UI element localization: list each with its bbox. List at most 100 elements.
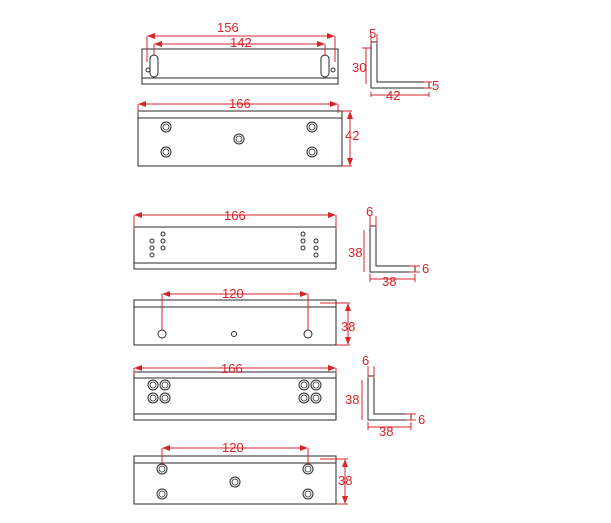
- bracket-3-hole-inner: [231, 478, 239, 486]
- bracket-1-hole-inner: [308, 148, 316, 156]
- bracket-2-hole: [313, 245, 319, 251]
- bracket-2-thickness-top-label: 6: [366, 204, 373, 219]
- bracket-2-rear-view: 120 38: [133, 286, 355, 346]
- bracket-3-profile: 6 38 38 6: [345, 353, 425, 439]
- dimension-38: 38: [320, 458, 352, 505]
- dimension-166: 166: [133, 361, 337, 376]
- bracket-3-hole-inner: [304, 465, 312, 473]
- dimension-38-profile-height: 38: [348, 230, 365, 272]
- bracket-1-hole-inner: [162, 123, 170, 131]
- bracket-3-hole-inner: [300, 394, 308, 402]
- bracket-3-hole: [156, 463, 168, 475]
- bracket-2-hole: [157, 329, 167, 339]
- bracket-3-hole: [302, 488, 314, 500]
- bracket-3-thickness-base-label: 6: [418, 412, 425, 427]
- bracket-2-profile: 6 38 38 6: [348, 204, 429, 289]
- bracket-3-hole: [310, 379, 322, 391]
- bracket-1-hole: [160, 121, 172, 133]
- bracket-1-hole-inner: [308, 123, 316, 131]
- bracket-1-height-label: 42: [345, 128, 359, 143]
- bracket-3-hole: [147, 392, 159, 404]
- bracket-3-hole: [229, 476, 241, 488]
- bracket-3-hole: [298, 379, 310, 391]
- bracket-3-thickness-top-label: 6: [362, 353, 369, 368]
- bracket-2-hole-group-right: [300, 231, 319, 258]
- dimension-120: 120: [161, 286, 309, 330]
- bracket-2-hole: [160, 245, 166, 251]
- bracket-3-hole: [147, 379, 159, 391]
- dimension-38-profile-width: 38: [369, 274, 416, 289]
- dimension-142: 142: [153, 35, 326, 56]
- bracket-1-top-plate: [141, 48, 339, 85]
- bracket-2-hole: [149, 252, 155, 258]
- bracket-3-hole-inner: [300, 381, 308, 389]
- bracket-3-hole-inner: [312, 381, 320, 389]
- bracket-2-profile-height-label: 38: [348, 245, 362, 260]
- bracket-2-hole: [160, 238, 166, 244]
- dimension-5-top: 5: [369, 26, 378, 44]
- bracket-2-hole: [160, 231, 166, 237]
- bracket-1-small-hole-right: [330, 67, 336, 73]
- dimension-30: 30: [352, 47, 372, 84]
- bracket-3-hole-inner: [158, 465, 166, 473]
- bracket-3-hole-inner: [312, 394, 320, 402]
- bracket-2-hole-group-left: [149, 231, 166, 258]
- bracket-2-thickness-base-label: 6: [422, 261, 429, 276]
- bracket-2-hole: [149, 238, 155, 244]
- bracket-2-hole: [231, 331, 237, 337]
- bracket-1-profile-width-label: 42: [386, 88, 400, 103]
- bracket-1-hole: [160, 146, 172, 158]
- bracket-2-hole: [300, 245, 306, 251]
- bracket-2-hole-spacing-label: 120: [222, 286, 244, 301]
- bracket-1-slot-left: [149, 54, 159, 78]
- dimension-42-profile: 42: [370, 88, 430, 103]
- bracket-2-hole: [303, 329, 313, 339]
- bracket-2-front-view: 166: [133, 208, 337, 270]
- bracket-3-hole: [298, 392, 310, 404]
- bracket-3-hole-spacing-label: 120: [222, 440, 244, 455]
- bracket-3-rear-view: 120 38: [133, 440, 352, 505]
- bracket-3-hole: [310, 392, 322, 404]
- bracket-3-height-label: 38: [338, 473, 352, 488]
- bracket-1-hole-inner: [235, 135, 243, 143]
- bracket-1-slot-spacing-label: 142: [230, 35, 252, 50]
- bracket-2-hole: [300, 231, 306, 237]
- bracket-2-hole: [313, 238, 319, 244]
- bracket-1-profile: 5 30 42 5: [352, 26, 439, 103]
- bracket-3-profile-height-label: 38: [345, 392, 359, 407]
- dimension-42: 42: [342, 110, 359, 167]
- bracket-1-hole: [306, 121, 318, 133]
- bracket-2-hole: [313, 252, 319, 258]
- bracket-3-hole-group-left: [147, 379, 171, 404]
- bracket-3-hole-inner: [161, 381, 169, 389]
- bracket-3-profile-width-label: 38: [379, 424, 393, 439]
- bracket-1-thickness-base-label: 5: [432, 78, 439, 93]
- dimension-38-profile-width: 38: [367, 422, 412, 439]
- bracket-3-front-view: 166: [133, 361, 337, 421]
- bracket-3-angle-profile: [367, 375, 412, 421]
- dimension-38-profile-height: 38: [345, 380, 363, 420]
- dimension-6-base: 6: [406, 412, 425, 427]
- bracket-3-hole-inner: [161, 394, 169, 402]
- bracket-2-profile-width-label: 38: [382, 274, 396, 289]
- bracket-1-hole: [233, 133, 245, 145]
- bracket-3-hole-inner: [149, 381, 157, 389]
- bracket-1-profile-height-label: 30: [352, 60, 366, 75]
- bracket-2-angle-profile: [369, 225, 416, 273]
- dimension-166: 166: [133, 208, 337, 229]
- bracket-3-hole: [156, 488, 168, 500]
- bracket-2-hole: [300, 238, 306, 244]
- bracket-1-hole: [306, 146, 318, 158]
- dimension-6-top: 6: [366, 204, 377, 228]
- bracket-3-hole-group-right: [298, 379, 322, 404]
- bracket-1-length-label: 156: [217, 20, 239, 35]
- dimension-166: 166: [137, 96, 339, 113]
- bracket-1-top-view: 156 142: [141, 20, 339, 85]
- dimension-6-top: 6: [362, 353, 375, 378]
- bracket-2-front-length-label: 166: [224, 208, 246, 223]
- bracket-1-hole-inner: [162, 148, 170, 156]
- bracket-2-hole: [149, 245, 155, 251]
- bracket-1-angle-profile: [370, 41, 430, 89]
- bracket-3-hole-inner: [158, 490, 166, 498]
